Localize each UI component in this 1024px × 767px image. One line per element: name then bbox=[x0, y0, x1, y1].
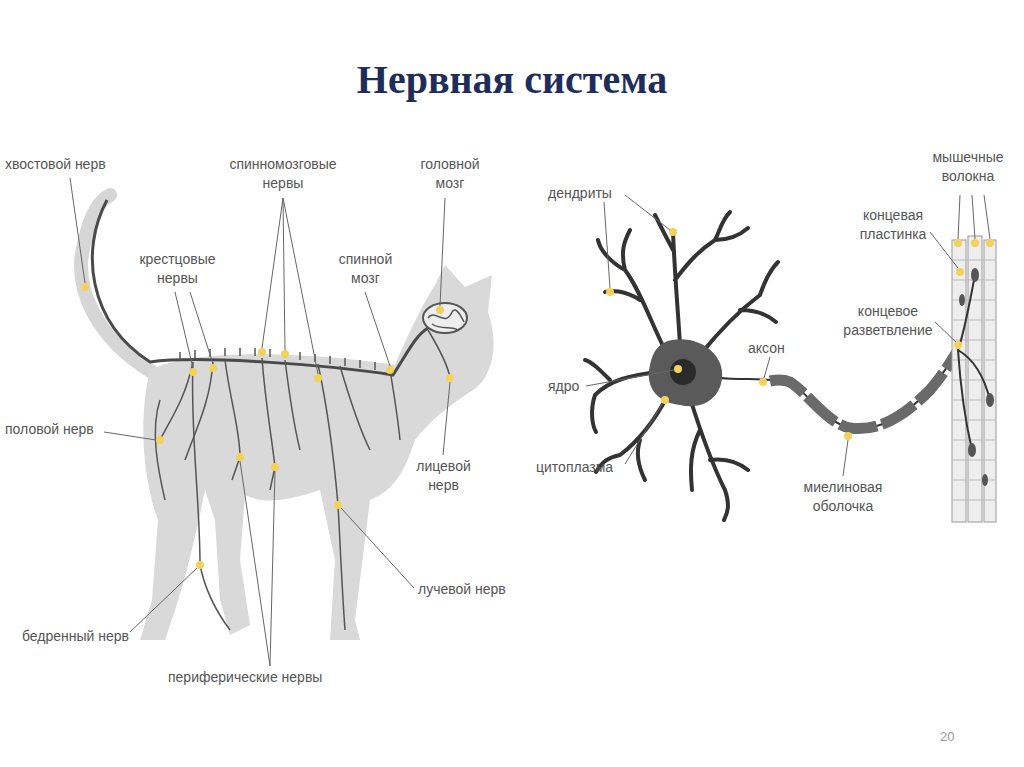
part-label: бедренный нерв bbox=[22, 627, 152, 646]
part-label: спинномозговые нервы bbox=[223, 155, 343, 193]
part-label: периферические нервы bbox=[168, 668, 388, 687]
part-label: миелиновая оболочка bbox=[793, 478, 893, 516]
part-label: аксон bbox=[748, 339, 808, 358]
part-label: крестцовые нервы bbox=[130, 250, 225, 288]
cat-figure bbox=[81, 195, 494, 640]
part-label: лицевой нерв bbox=[406, 457, 481, 495]
slide-title: Нервная система bbox=[0, 56, 1024, 103]
part-label: головной мозг bbox=[410, 155, 490, 193]
part-label: хвостовой нерв bbox=[5, 155, 135, 174]
part-label: спинной мозг bbox=[328, 250, 403, 288]
part-label: мышечные волокна bbox=[918, 148, 1018, 186]
part-label: цитоплазма bbox=[536, 458, 646, 477]
neuron-figure bbox=[585, 212, 996, 522]
part-label: концевая пластинка bbox=[846, 206, 940, 244]
part-label: лучевой нерв bbox=[418, 580, 538, 599]
part-label: ядро bbox=[548, 377, 608, 396]
part-label: дендриты bbox=[548, 184, 638, 203]
part-label: половой нерв bbox=[5, 420, 105, 439]
leader-lines bbox=[70, 178, 990, 666]
part-label: концевое разветвление bbox=[836, 302, 940, 340]
page-number: 20 bbox=[940, 727, 980, 746]
